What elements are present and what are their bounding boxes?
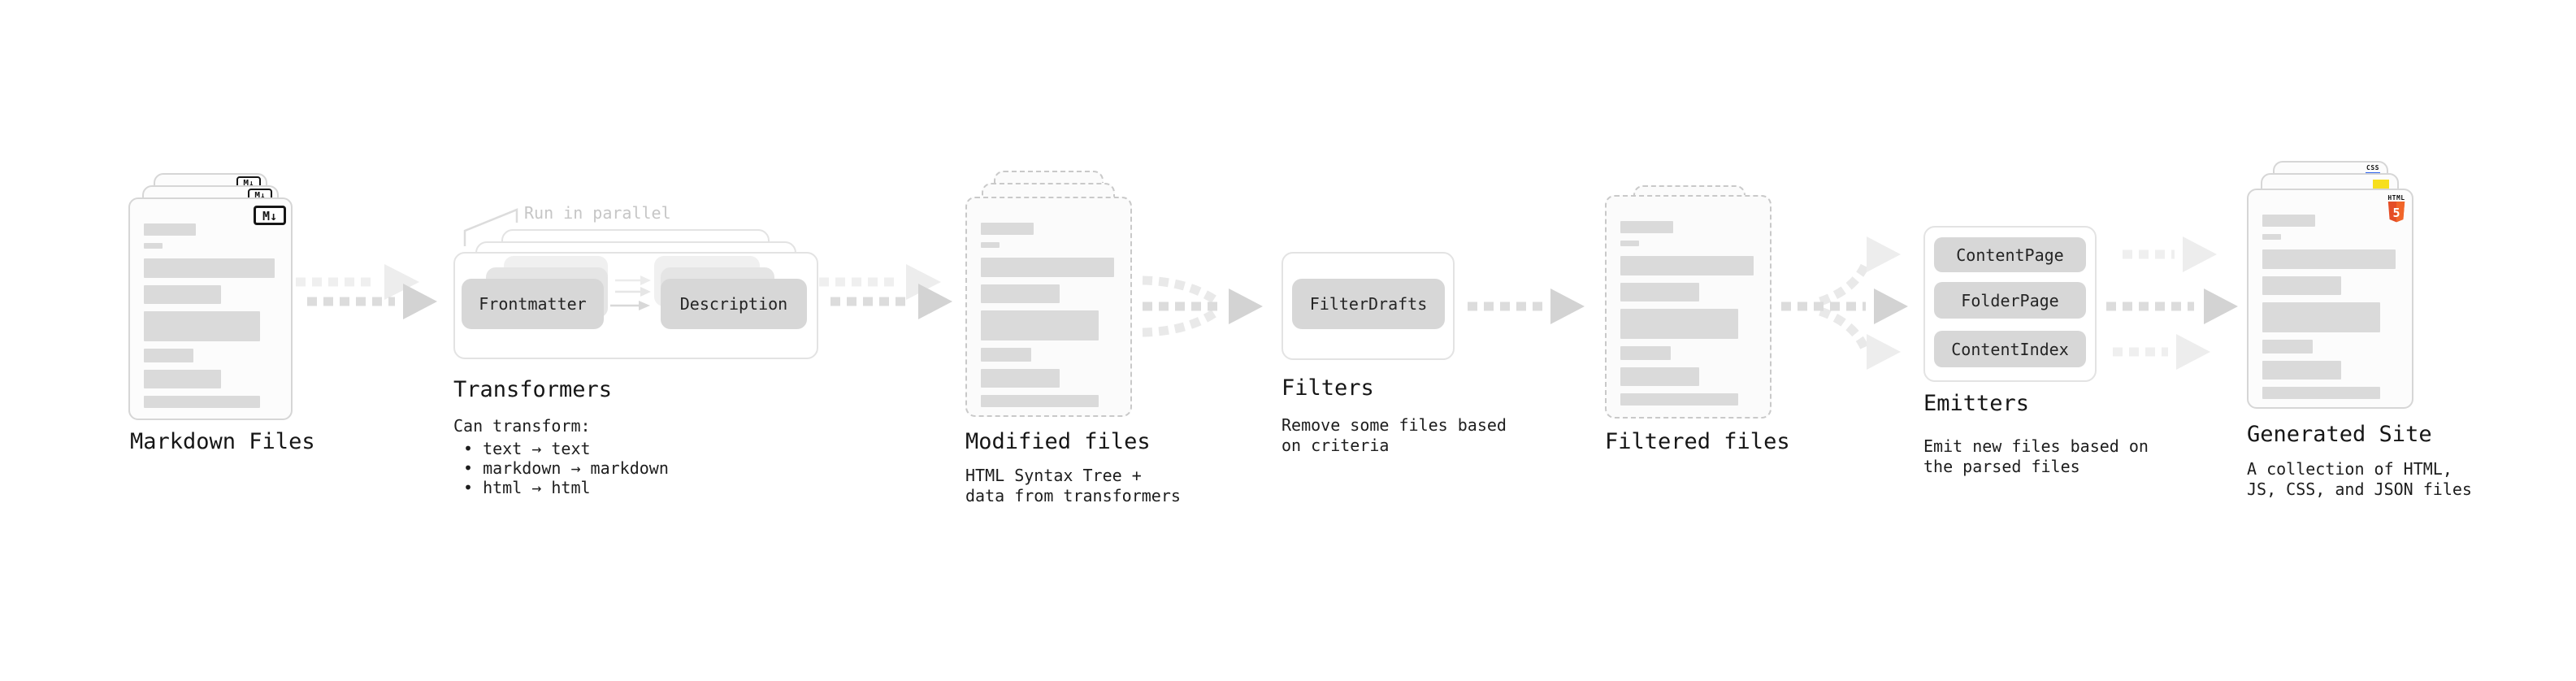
doc-text-bar — [981, 284, 1060, 303]
doc-text-bar — [2262, 215, 2316, 227]
doc-text-bar — [1620, 283, 1699, 301]
filtered-files-title: Filtered files — [1605, 429, 1790, 454]
doc-text-bar — [2262, 361, 2341, 380]
doc-text-bar — [1620, 393, 1739, 406]
doc-text-bar — [981, 348, 1031, 362]
doc-text-bar — [2262, 340, 2313, 354]
doc-text-bar — [144, 311, 260, 341]
doc-text-bar — [144, 285, 222, 304]
filters-description: Remove some files based — [1281, 415, 1507, 435]
transformers-bullet: • html → html — [463, 478, 591, 497]
filtered-file — [1605, 195, 1772, 419]
doc-text-placeholder — [2262, 215, 2398, 406]
folderpage-chip: FolderPage — [1934, 282, 2086, 319]
doc-text-bar — [981, 258, 1114, 277]
frontmatter-chip: Frontmatter — [462, 279, 604, 329]
filters-title: Filters — [1281, 375, 1374, 401]
doc-text-bar — [981, 310, 1099, 340]
arrow-filters-to-filtered — [1468, 288, 1585, 324]
markdown-files-title: Markdown Files — [130, 429, 315, 454]
markdown-file: M↓ — [128, 197, 293, 420]
arrow-modified-to-filters — [1142, 275, 1263, 337]
transformers-description: Can transform: — [453, 416, 591, 436]
contentindex-chip: ContentIndex — [1934, 331, 2086, 367]
modified-files-title: Modified files — [965, 429, 1151, 454]
doc-text-placeholder — [1620, 221, 1756, 413]
doc-text-bar — [981, 395, 1099, 407]
description-chip: Description — [661, 279, 807, 329]
generated-site-description: JS, CSS, and JSON files — [2247, 479, 2472, 499]
doc-text-bar — [144, 370, 222, 388]
modified-file — [965, 197, 1132, 417]
parallel-flow-arrows — [610, 275, 651, 310]
filterdrafts-chip: FilterDrafts — [1292, 279, 1445, 329]
arrow-transformers-to-modified — [819, 264, 952, 319]
doc-text-bar — [981, 242, 1000, 248]
html5-icon: HTML 5 — [2387, 194, 2406, 223]
run-in-parallel-note: Run in parallel — [524, 203, 671, 223]
doc-text-bar — [144, 223, 196, 236]
doc-text-placeholder — [981, 223, 1117, 414]
doc-text-bar — [1620, 256, 1754, 275]
doc-text-bar — [144, 258, 275, 278]
doc-text-bar — [2262, 387, 2381, 399]
doc-text-bar — [1620, 367, 1699, 386]
generated-file-html: HTML 5 — [2247, 189, 2413, 409]
arrow-emitters-to-generated — [2106, 236, 2238, 370]
transformers-bullet: • markdown → markdown — [463, 458, 669, 478]
js-icon — [2373, 180, 2389, 189]
doc-text-bar — [2262, 234, 2282, 240]
emitters-description: the parsed files — [1923, 457, 2080, 476]
emitters-title: Emitters — [1923, 391, 2030, 416]
transformers-bullet: • text → text — [463, 439, 591, 458]
doc-text-bar — [144, 349, 193, 362]
doc-text-bar — [1620, 241, 1640, 246]
arrow-filtered-to-emitters — [1781, 236, 1908, 370]
svg-text:5: 5 — [2392, 206, 2400, 220]
doc-text-bar — [144, 396, 260, 408]
doc-text-bar — [1620, 346, 1671, 360]
modified-files-description: HTML Syntax Tree + — [965, 466, 1142, 485]
doc-text-bar — [2262, 249, 2396, 269]
arrow-markdown-to-transformers — [296, 264, 437, 319]
doc-text-bar — [1620, 309, 1739, 339]
filters-description: on criteria — [1281, 436, 1390, 455]
contentpage-chip: ContentPage — [1934, 237, 2086, 272]
doc-text-bar — [144, 243, 163, 249]
emitters-description: Emit new files based on — [1923, 436, 2149, 456]
doc-text-bar — [981, 369, 1060, 388]
generated-site-title: Generated Site — [2247, 422, 2432, 447]
modified-files-description: data from transformers — [965, 486, 1181, 505]
callout-line — [463, 208, 518, 246]
generated-site-description: A collection of HTML, — [2247, 459, 2452, 479]
transformers-title: Transformers — [453, 377, 613, 402]
doc-text-bar — [2262, 302, 2381, 332]
html5-shield: 5 — [2387, 202, 2405, 223]
html5-wordmark: HTML — [2387, 194, 2405, 202]
doc-text-bar — [2262, 276, 2341, 295]
doc-text-bar — [981, 223, 1034, 235]
doc-text-placeholder — [144, 223, 277, 415]
markdown-icon: M↓ — [254, 206, 286, 225]
doc-text-bar — [1620, 221, 1674, 233]
